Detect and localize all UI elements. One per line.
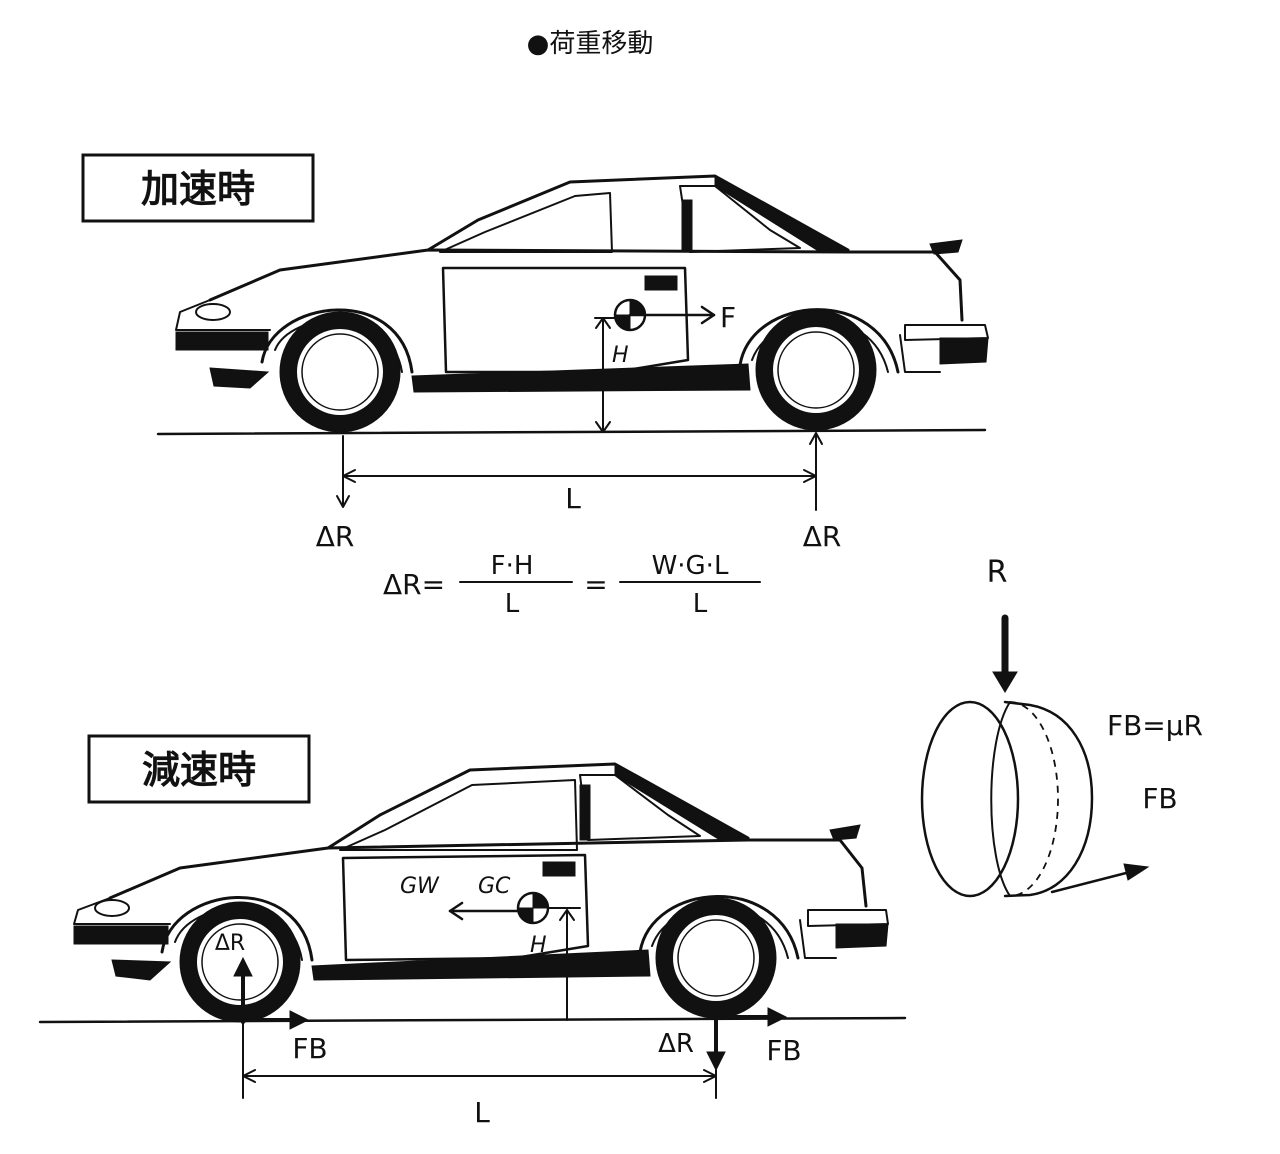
decel-section: 減速時 <box>38 734 907 1129</box>
decel-delta-rear: ΔR <box>658 1029 694 1059</box>
formula-num1: F·H <box>491 551 534 581</box>
formula-den2: L <box>693 589 708 619</box>
accel-label: 加速時 <box>141 167 255 211</box>
decel-car <box>73 762 889 1023</box>
decel-fb-front: FB <box>292 1032 327 1065</box>
accel-label-box <box>81 153 315 223</box>
decel-wheelbase-label: L <box>474 1096 490 1129</box>
accel-wheelbase-label: L <box>565 482 581 515</box>
decel-label: 減速時 <box>142 748 256 792</box>
tire-load-label: R <box>987 555 1008 590</box>
accel-section: 加速時 <box>81 153 989 619</box>
decel-label-box <box>87 734 311 804</box>
decel-delta-front: ΔR <box>215 931 245 956</box>
decel-height-label: H <box>530 933 547 958</box>
decel-cg-symbol <box>516 891 550 925</box>
decel-fb-rear: FB <box>766 1034 801 1067</box>
decel-gw-label: GW <box>400 874 440 899</box>
accel-force-label: F <box>720 301 736 334</box>
accel-delta-rear: ΔR <box>803 520 842 553</box>
formula-den1: L <box>505 589 520 619</box>
accel-ground-line <box>156 428 987 436</box>
formula-lhs: ΔR= <box>383 568 445 601</box>
page-title: ●荷重移動 <box>527 29 654 59</box>
tire-detail: R FB=μR FB <box>920 555 1203 898</box>
tire-fb-label: FB <box>1142 782 1177 815</box>
tire-friction-equation: FB=μR <box>1107 709 1203 742</box>
decel-gc-label: GC <box>478 874 511 899</box>
accel-delta-front: ΔR <box>316 520 355 553</box>
formula-num2: W·G·L <box>652 551 729 581</box>
accel-formula: ΔR= F·H L = W·G·L L <box>383 551 761 619</box>
accel-car <box>175 174 989 433</box>
accel-height-label: H <box>612 343 629 368</box>
tire-sidewall <box>920 700 1020 898</box>
formula-eq: = <box>584 568 607 601</box>
tire-fb-arrow <box>1050 870 1132 894</box>
